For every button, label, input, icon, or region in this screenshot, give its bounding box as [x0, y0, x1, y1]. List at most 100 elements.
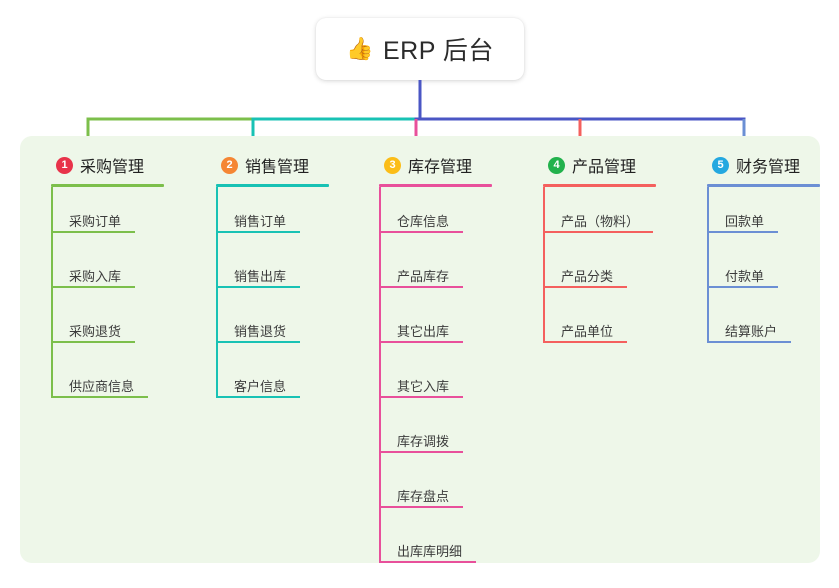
root-node-label: ERP 后台 [383, 37, 494, 65]
branch-item-label: 库存调拨 [397, 434, 450, 449]
branch-item-rule [216, 231, 300, 233]
branch-item-label: 结算账户 [725, 324, 778, 339]
branch-item[interactable]: 库存调拨 [366, 407, 518, 462]
thumbs-up-icon: 👍 [346, 36, 374, 61]
branch-column-1[interactable]: 1 采购管理采购订单采购入库采购退货供应商信息 [38, 148, 190, 407]
branch-item[interactable]: 采购入库 [38, 242, 190, 297]
branch-item-rule [707, 231, 778, 233]
branch-item[interactable]: 销售订单 [203, 187, 355, 242]
branch-item-label: 产品单位 [561, 324, 614, 339]
branch-item[interactable]: 产品分类 [530, 242, 682, 297]
branch-number-badge: 1 [56, 156, 73, 174]
branch-title: 销售管理 [245, 159, 310, 176]
branch-item-rule [379, 341, 463, 343]
branch-number-badge: 5 [712, 156, 729, 174]
branch-header-5[interactable]: 5 财务管理 [694, 148, 839, 182]
branch-item-rule [707, 341, 791, 343]
branch-header-rule [543, 184, 656, 187]
branch-column-5[interactable]: 5 财务管理回款单付款单结算账户 [694, 148, 839, 352]
branch-item[interactable]: 其它入库 [366, 352, 518, 407]
branch-item[interactable]: 其它出库 [366, 297, 518, 352]
branch-header-rule [379, 184, 492, 187]
branch-item[interactable]: 供应商信息 [38, 352, 190, 407]
branch-trunk-line [707, 187, 709, 343]
branch-item-rule [51, 231, 135, 233]
branch-title: 产品管理 [572, 159, 637, 176]
branch-item-label: 销售出库 [234, 269, 287, 284]
branch-item[interactable]: 采购退货 [38, 297, 190, 352]
branch-item[interactable]: 客户信息 [203, 352, 355, 407]
branch-item-rule [379, 286, 463, 288]
branch-title: 库存管理 [408, 159, 473, 176]
branch-item-rule [51, 396, 148, 398]
branch-item[interactable]: 销售退货 [203, 297, 355, 352]
branch-item-rule [216, 341, 300, 343]
branch-item-rule [543, 341, 627, 343]
branch-item-label: 仓库信息 [397, 214, 450, 229]
branch-item[interactable]: 结算账户 [694, 297, 839, 352]
branch-trunk-line [379, 187, 381, 563]
branch-item-label: 产品库存 [397, 269, 450, 284]
branch-item-label: 销售订单 [234, 214, 287, 229]
branch-item-list: 回款单付款单结算账户 [694, 187, 839, 352]
branch-item-rule [379, 506, 463, 508]
branch-header-3[interactable]: 3 库存管理 [366, 148, 518, 182]
branch-item-rule [707, 286, 778, 288]
branch-item[interactable]: 库存盘点 [366, 462, 518, 517]
branch-item-rule [379, 451, 463, 453]
branch-trunk-line [216, 187, 218, 398]
branch-item-rule [543, 286, 627, 288]
branch-item-rule [51, 341, 135, 343]
branch-header-4[interactable]: 4 产品管理 [530, 148, 682, 182]
branch-item-rule [379, 396, 463, 398]
branch-item-rule [379, 231, 463, 233]
branch-item-label: 其它入库 [397, 379, 450, 394]
branch-header-rule [707, 184, 820, 187]
branch-item-label: 供应商信息 [69, 379, 135, 394]
branches-panel [20, 136, 820, 563]
branch-item-rule [216, 286, 300, 288]
branch-item[interactable]: 销售出库 [203, 242, 355, 297]
branch-item-list: 采购订单采购入库采购退货供应商信息 [38, 187, 190, 407]
branch-item-list: 销售订单销售出库销售退货客户信息 [203, 187, 355, 407]
branch-item[interactable]: 付款单 [694, 242, 839, 297]
branch-item[interactable]: 产品（物料） [530, 187, 682, 242]
branch-item-label: 出库库明细 [397, 544, 463, 559]
branch-header-1[interactable]: 1 采购管理 [38, 148, 190, 182]
branch-title: 财务管理 [736, 159, 801, 176]
branch-item[interactable]: 产品库存 [366, 242, 518, 297]
branch-item-rule [216, 396, 300, 398]
branch-header-rule [51, 184, 164, 187]
branch-number-badge: 3 [384, 156, 401, 174]
branch-trunk-line [543, 187, 545, 343]
branch-item-rule [51, 286, 135, 288]
root-node-title: 👍 ERP 后台 [346, 31, 494, 67]
branch-item-label: 其它出库 [397, 324, 450, 339]
branch-item-label: 库存盘点 [397, 489, 450, 504]
branch-item-list: 仓库信息产品库存其它出库其它入库库存调拨库存盘点出库库明细 [366, 187, 518, 572]
branch-item-rule [379, 561, 476, 563]
branch-item[interactable]: 回款单 [694, 187, 839, 242]
branch-item[interactable]: 出库库明细 [366, 517, 518, 572]
branch-item-list: 产品（物料） 产品分类产品单位 [530, 187, 682, 352]
branch-item[interactable]: 仓库信息 [366, 187, 518, 242]
branch-item[interactable]: 采购订单 [38, 187, 190, 242]
branch-trunk-line [51, 187, 53, 398]
branch-item[interactable]: 产品单位 [530, 297, 682, 352]
branch-item-label: 销售退货 [234, 324, 287, 339]
branch-column-4[interactable]: 4 产品管理产品（物料） 产品分类产品单位 [530, 148, 682, 352]
branch-item-label: 采购退货 [69, 324, 122, 339]
branch-item-rule [543, 231, 653, 233]
branch-item-label: 产品（物料） [561, 214, 640, 229]
branch-header-rule [216, 184, 329, 187]
branch-item-label: 采购订单 [69, 214, 122, 229]
branch-item-label: 客户信息 [234, 379, 287, 394]
branch-title: 采购管理 [80, 159, 145, 176]
branch-column-3[interactable]: 3 库存管理仓库信息产品库存其它出库其它入库库存调拨库存盘点出库库明细 [366, 148, 518, 572]
branch-item-label: 回款单 [725, 214, 765, 229]
root-node-erp-backend[interactable]: 👍 ERP 后台 [316, 18, 524, 80]
branch-number-badge: 4 [548, 156, 565, 174]
